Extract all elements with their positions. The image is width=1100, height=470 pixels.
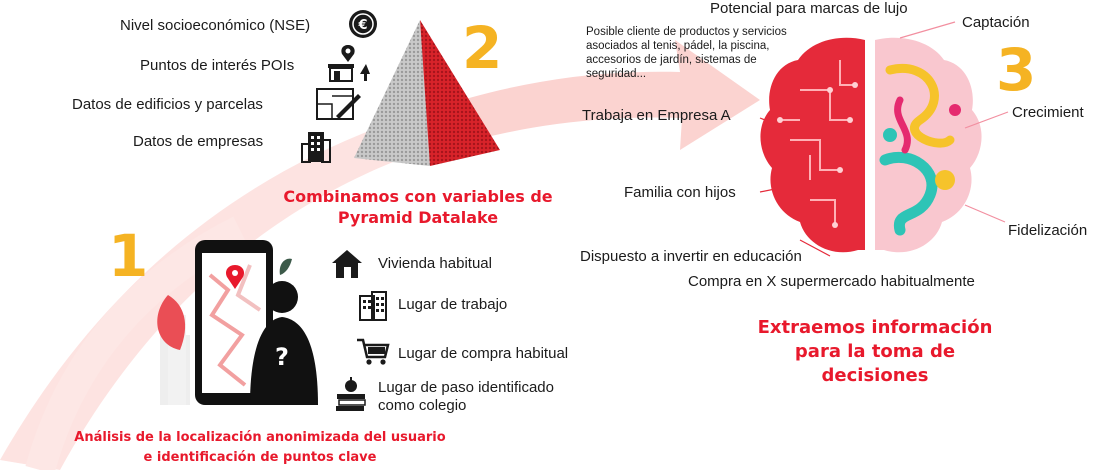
shopping-cart-icon xyxy=(357,338,390,365)
house-icon xyxy=(332,250,362,278)
point-vivienda-label: Vivienda habitual xyxy=(378,255,492,272)
step-3-title-line3: decisiones xyxy=(821,365,929,386)
point-colegio-label: Lugar de paso identificado como colegio xyxy=(378,379,554,415)
insight-company-label: Trabaja en Empresa A xyxy=(582,107,731,124)
insight-client-label: Posible cliente de productos y servicios… xyxy=(586,26,787,80)
brain-illustration xyxy=(760,37,982,253)
point-trabajo-label: Lugar de trabajo xyxy=(398,296,508,313)
variable-pois-label: Puntos de interés POIs xyxy=(140,57,295,74)
insight-supermarket-label: Compra en X supermercado habitualmente xyxy=(688,273,975,290)
step-3-title-line2: para la toma de xyxy=(794,341,956,362)
building-plan-icon xyxy=(316,88,361,120)
insight-education-label: Dispuesto a invertir en educación xyxy=(580,248,802,265)
phone-location-illustration: ? xyxy=(157,240,318,405)
insight-luxury-label: Potencial para marcas de lujo xyxy=(710,0,908,17)
pyramid-datalake-illustration xyxy=(354,20,500,166)
insight-crecimiento-label: Crecimient xyxy=(1012,104,1084,121)
svg-text:?: ? xyxy=(275,343,289,371)
svg-text:€: € xyxy=(357,18,367,33)
step-1-caption: Análisis de la localización anonimizada … xyxy=(40,428,480,468)
step-1-caption-line1: Análisis de la localización anonimizada … xyxy=(74,430,446,445)
point-colegio-line1: Lugar de paso identificado xyxy=(378,379,554,396)
variable-edificios-label: Datos de edificios y parcelas xyxy=(72,96,263,113)
step-3-title: Extraemos información para la toma de de… xyxy=(735,316,1015,388)
step-number-1: 1 xyxy=(108,222,149,290)
step-2-title: Combinamos con variables de Pyramid Data… xyxy=(268,186,568,228)
insight-captacion-label: Captación xyxy=(962,14,1030,31)
arrow-head-to-brain xyxy=(430,40,760,150)
variable-nse-label: Nivel socioeconómico (NSE) xyxy=(120,17,311,34)
step-2-title-line2: Pyramid Datalake xyxy=(337,208,499,227)
step-number-3: 3 xyxy=(996,36,1037,104)
point-compra-label: Lugar de compra habitual xyxy=(398,345,569,362)
insight-family-label: Familia con hijos xyxy=(624,184,736,201)
step-number-2: 2 xyxy=(462,14,503,82)
variable-empresas-label: Datos de empresas xyxy=(133,133,264,150)
euro-coin-icon: € xyxy=(349,10,377,38)
step-3-title-line1: Extraemos información xyxy=(757,317,993,338)
books-apple-icon xyxy=(336,377,366,411)
insight-fidelizacion-label: Fidelización xyxy=(1008,222,1088,239)
point-colegio-line2: como colegio xyxy=(378,397,467,414)
step-1-caption-line2: e identificación de puntos clave xyxy=(143,450,377,465)
store-pin-icon xyxy=(328,45,370,82)
step-2-title-line1: Combinamos con variables de xyxy=(283,187,553,206)
office-building-icon xyxy=(301,132,331,163)
office-building-icon xyxy=(359,291,387,321)
